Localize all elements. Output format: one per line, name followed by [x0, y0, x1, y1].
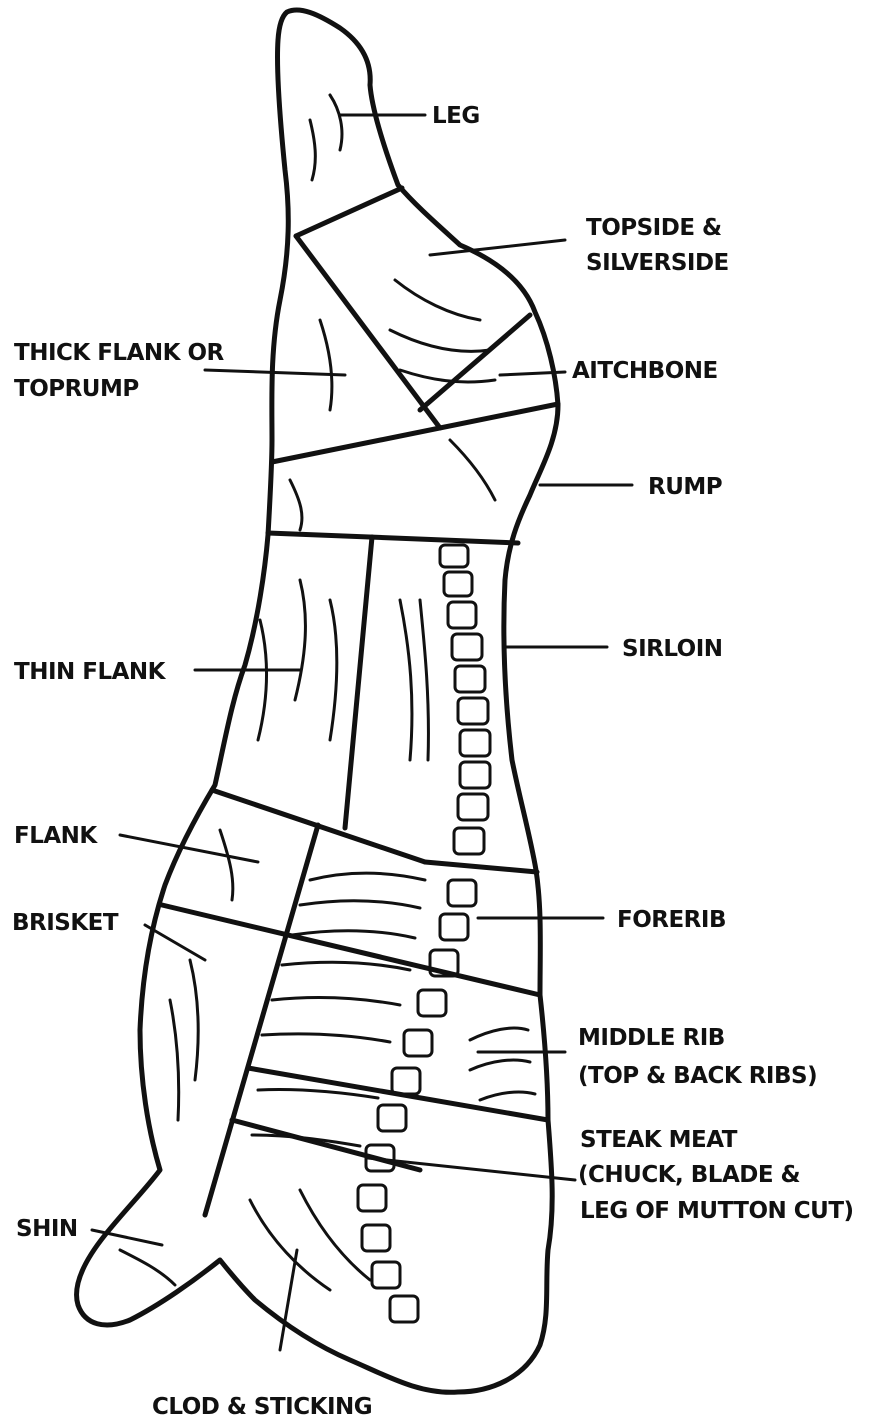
label-topside-line2: SILVERSIDE [586, 250, 729, 276]
label-sirloin: SIRLOIN [622, 636, 723, 662]
label-brisket: BRISKET [12, 910, 119, 936]
label-steak-meat-line2: (CHUCK, BLADE & [578, 1162, 801, 1188]
label-middle-rib-line1: MIDDLE RIB [578, 1025, 725, 1051]
label-flank: FLANK [14, 823, 98, 849]
label-steak-meat-line3: LEG OF MUTTON CUT) [580, 1198, 854, 1224]
label-aitchbone: AITCHBONE [572, 358, 718, 384]
label-thin-flank: THIN FLANK [14, 659, 167, 685]
label-thick-flank-line1: THICK FLANK OR [14, 340, 225, 366]
label-leg: LEG [432, 103, 480, 129]
label-thick-flank-line2: TOPRUMP [14, 376, 139, 402]
label-clod: CLOD & STICKING [152, 1394, 372, 1420]
label-middle-rib-line2: (TOP & BACK RIBS) [578, 1063, 817, 1089]
label-rump: RUMP [648, 474, 722, 500]
label-steak-meat-line1: STEAK MEAT [580, 1127, 738, 1153]
label-topside-line1: TOPSIDE & [586, 215, 722, 241]
carcass-outline [77, 10, 558, 1392]
label-shin: SHIN [16, 1216, 78, 1242]
label-forerib: FORERIB [617, 907, 726, 933]
